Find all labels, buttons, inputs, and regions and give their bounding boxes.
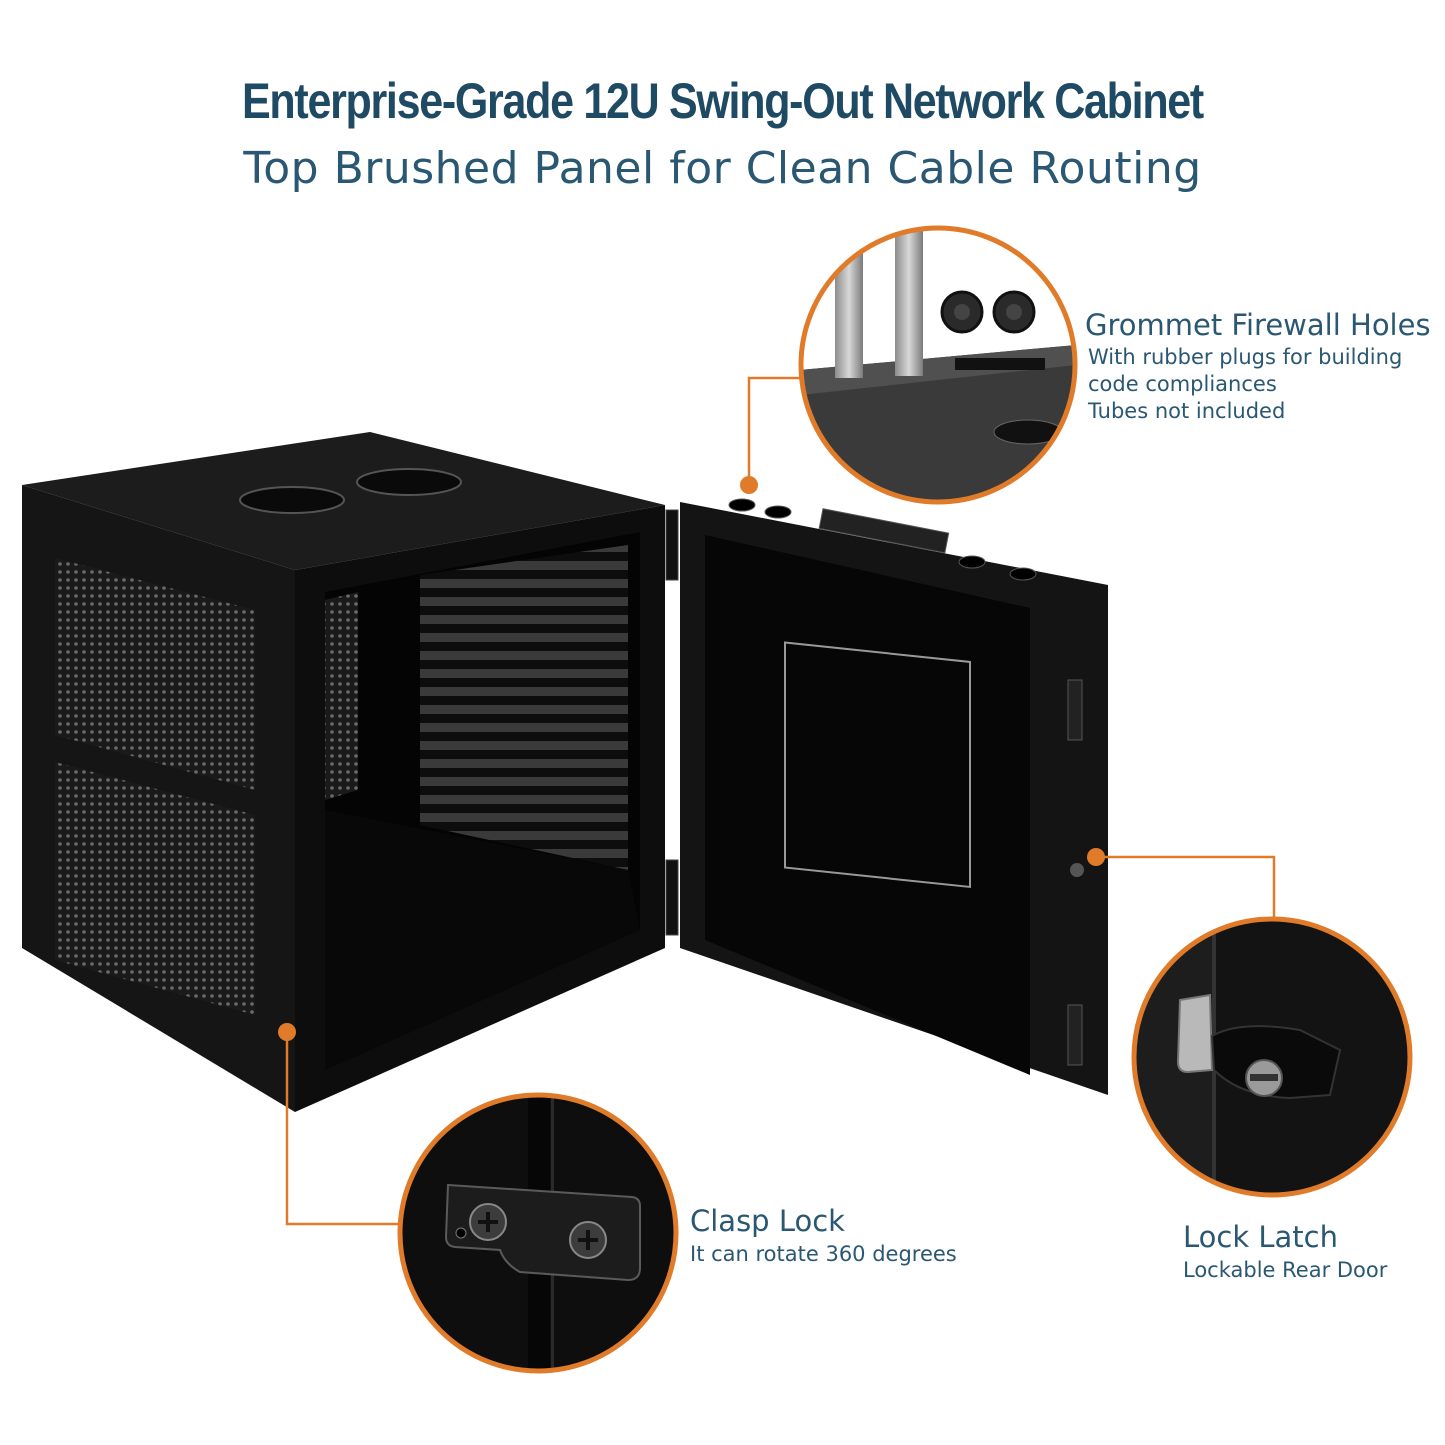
grommet-line: Tubes not included [1088,399,1286,423]
page-title: Enterprise-Grade 12U Swing-Out Network C… [242,73,1204,129]
grommet-title: Grommet Firewall Holes [1085,308,1431,342]
page-subtitle: Top Brushed Panel for Clean Cable Routin… [243,143,1202,194]
cabinet-door [680,498,1108,1095]
latch-line: Lockable Rear Door [1183,1258,1388,1282]
callout-dot [1087,848,1105,866]
clasp-zoom [397,1092,679,1374]
latch-zoom [1131,916,1413,1198]
callout-leaders [285,376,1276,1226]
cabinet-body [22,432,665,1112]
latch-title: Lock Latch [1183,1220,1338,1254]
clasp-line: It can rotate 360 degrees [690,1242,957,1266]
callout-dot [278,1023,296,1041]
clasp-title: Clasp Lock [690,1204,845,1238]
latch-handle [1210,1025,1342,1100]
top-fan [239,486,345,514]
door-panel-outline [784,641,971,889]
lock-cylinder [1070,863,1084,877]
top-fan [356,468,462,496]
grommet-line: With rubber plugs for building [1088,345,1403,369]
callout-dot [740,476,758,494]
grommet-line: code compliances [1088,372,1277,396]
grommet-zoom [798,225,1078,505]
